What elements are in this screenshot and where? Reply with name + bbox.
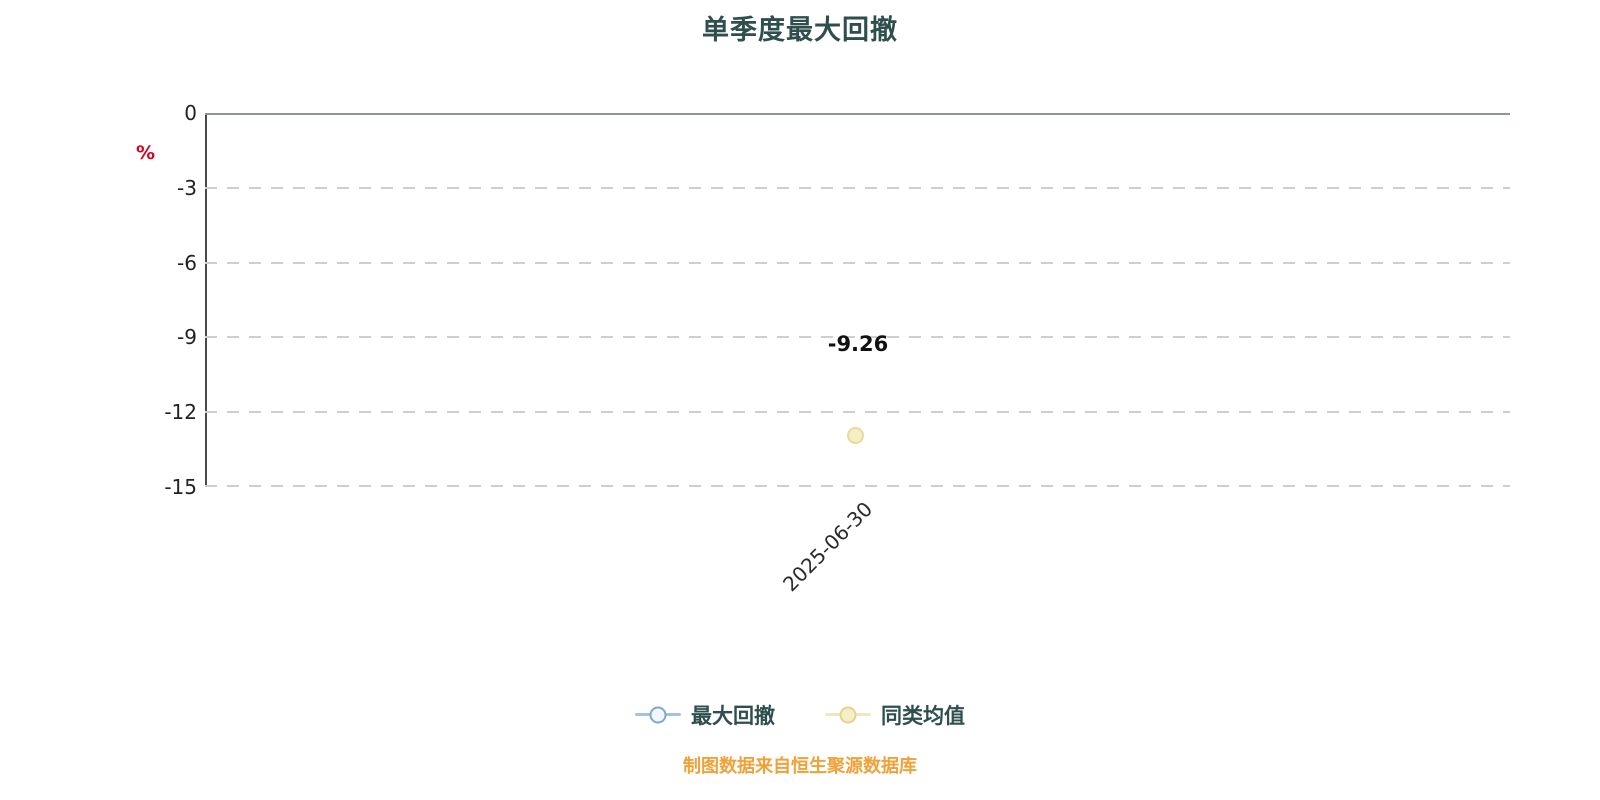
y-axis-tick-label: -15 bbox=[164, 475, 197, 499]
legend-item-category-average[interactable]: 同类均值 bbox=[825, 700, 965, 730]
y-axis-tick-label: 0 bbox=[184, 101, 197, 125]
legend-label: 最大回撤 bbox=[691, 704, 775, 728]
gridline bbox=[205, 411, 1510, 413]
x-axis-tick-label: 2025-06-30 bbox=[777, 497, 877, 597]
gridline bbox=[205, 187, 1510, 189]
y-axis-unit-label: % bbox=[136, 142, 156, 164]
legend-marker-category-average bbox=[825, 706, 871, 724]
y-axis-tick-label: -6 bbox=[177, 251, 197, 275]
gridline bbox=[205, 336, 1510, 338]
gridline bbox=[205, 485, 1510, 487]
plot-area: -9.26 bbox=[205, 113, 1510, 487]
max-drawdown-data-label: -9.26 bbox=[827, 332, 889, 356]
y-axis-line bbox=[205, 113, 207, 487]
legend: 最大回撤 同类均值 bbox=[0, 700, 1600, 730]
y-axis-tick-label: -12 bbox=[164, 400, 197, 424]
circle-marker-icon bbox=[839, 706, 857, 724]
legend-item-max-drawdown[interactable]: 最大回撤 bbox=[635, 700, 775, 730]
chart-title: 单季度最大回撤 bbox=[702, 15, 898, 46]
circle-marker-icon bbox=[649, 706, 667, 724]
legend-label: 同类均值 bbox=[881, 704, 965, 728]
legend-marker-max-drawdown bbox=[635, 706, 681, 724]
category-average-point-marker[interactable] bbox=[847, 427, 864, 444]
data-source-note: 制图数据来自恒生聚源数据库 bbox=[683, 756, 917, 777]
y-axis-tick-label: -9 bbox=[177, 325, 197, 349]
x-axis-zero-line bbox=[205, 113, 1510, 115]
gridline bbox=[205, 262, 1510, 264]
y-axis-tick-label: -3 bbox=[177, 176, 197, 200]
